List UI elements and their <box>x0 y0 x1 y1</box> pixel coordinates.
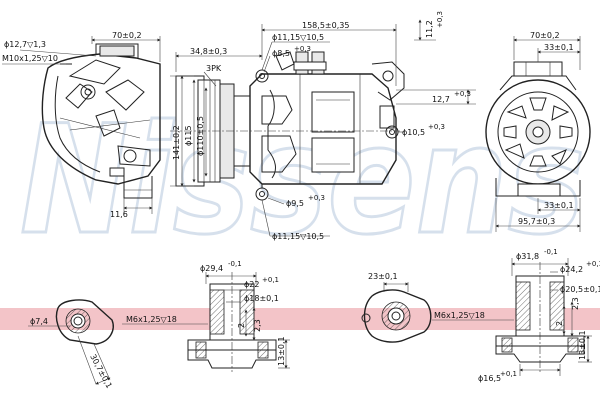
right-width-label: 70±0,2 <box>530 31 560 40</box>
fitting-a-d29-label: ϕ29,4 <box>200 264 223 273</box>
mid-dimensions: 11,2 +0,3 12,7 +0,3 <box>396 11 476 105</box>
fitting-a-thread-label: M6x1,25▽18 <box>126 315 177 324</box>
left-view: 70±0,2 ϕ12,7▽1,3 M10x1,25▽10 11,6 <box>2 31 161 219</box>
front-dia110-label: ϕ110±0,5 <box>196 116 205 156</box>
fitting-a: ϕ29,4 -0,1 ϕ22 +0,1 ϕ18±0,1 M6x1,25▽18 2… <box>122 260 290 372</box>
front-bottom-bore-label: ϕ11,15▽10,5 <box>272 232 324 241</box>
front-hole-small-tol: +0,3 <box>294 45 311 53</box>
left-width-label: 70±0,2 <box>112 31 142 40</box>
fitting-b-d20-label: ϕ20,5±0,1 <box>560 285 600 294</box>
front-right-hole-label: ϕ10,5 <box>402 128 425 137</box>
left-thread-label: M10x1,25▽10 <box>2 54 58 63</box>
front-length-label: 158,5±0,35 <box>302 21 349 30</box>
highlight-band <box>0 308 600 330</box>
front-belt-label: 3PK <box>206 64 222 73</box>
fitting-b-d24-label: ϕ24,2 <box>560 265 583 274</box>
front-right-hole-tol: +0,3 <box>428 123 445 131</box>
fitting-a-d18-label: ϕ18±0,1 <box>244 294 279 303</box>
left-bore-label: ϕ12,7▽1,3 <box>4 40 46 49</box>
fitting-b-v13-label: 13±0,1 <box>578 330 587 360</box>
fitting-b-v2-3-label: 2,3 <box>571 297 580 310</box>
fitting-b-v2-label: 2 <box>555 321 564 326</box>
fitting-a-v2-label: 2 <box>237 323 246 328</box>
fitting-b-d24-tol: +0,1 <box>586 260 600 268</box>
fitting-a-d22-tol: +0,1 <box>262 276 279 284</box>
front-height-label: 141±0,2 <box>172 125 181 160</box>
fitting-b-d31-label: ϕ31,8 <box>516 252 539 261</box>
front-view: 158,5±0,35 ϕ11,15▽10,5 34,8±0,3 ϕ8,5 +0,… <box>170 21 445 241</box>
right-view: 70±0,2 33±0,1 33±0,1 95,7±0,3 <box>485 31 591 232</box>
fitting-b-thread-label: M6x1,25▽18 <box>434 311 485 320</box>
watermark: Nissens <box>20 94 585 268</box>
mid-v12-7-tol: +0,3 <box>454 90 471 98</box>
front-top-bore-label: ϕ11,15▽10,5 <box>272 33 324 42</box>
mid-v11-2-label: 11,2 <box>425 20 434 38</box>
flange-small-length-label: 30,7±0,1 <box>88 353 113 390</box>
front-hole-lower-tol: +0,3 <box>308 194 325 202</box>
fitting-a-d29-tol: -0,1 <box>228 260 242 268</box>
right-base-label: 95,7±0,3 <box>518 217 555 226</box>
front-hole-lower-label: ϕ9,5 <box>286 199 304 208</box>
fitting-a-v13-label: 13±0,1 <box>277 336 286 366</box>
mid-v12-7-label: 12,7 <box>432 95 450 104</box>
fitting-a-v2-3-label: 2,3 <box>253 319 262 332</box>
mid-v11-2-tol: +0,3 <box>436 11 444 28</box>
flange-b: 23±0,1 <box>361 272 432 343</box>
fitting-a-d22-label: ϕ22 <box>244 280 259 289</box>
left-offset-label: 11,6 <box>110 210 128 219</box>
right-top-label: 33±0,1 <box>544 43 574 52</box>
front-dia115-label: ϕ115 <box>184 125 193 146</box>
front-hole-small-label: ϕ8,5 <box>272 49 290 58</box>
fitting-b-d16-tol: +0,1 <box>500 370 517 378</box>
fitting-b: ϕ31,8 -0,1 ϕ24,2 +0,1 ϕ20,5±0,1 M6x1,25▽… <box>432 248 600 383</box>
right-bottom-label: 33±0,1 <box>544 201 574 210</box>
flange-b-size-label: 23±0,1 <box>368 272 398 281</box>
fitting-b-d31-tol: -0,1 <box>544 248 558 256</box>
front-clutch-offset-label: 34,8±0,3 <box>190 47 227 56</box>
flange-small-dia-label: ϕ7,4 <box>30 317 48 326</box>
fitting-b-d16-label: ϕ16,5 <box>478 374 501 383</box>
